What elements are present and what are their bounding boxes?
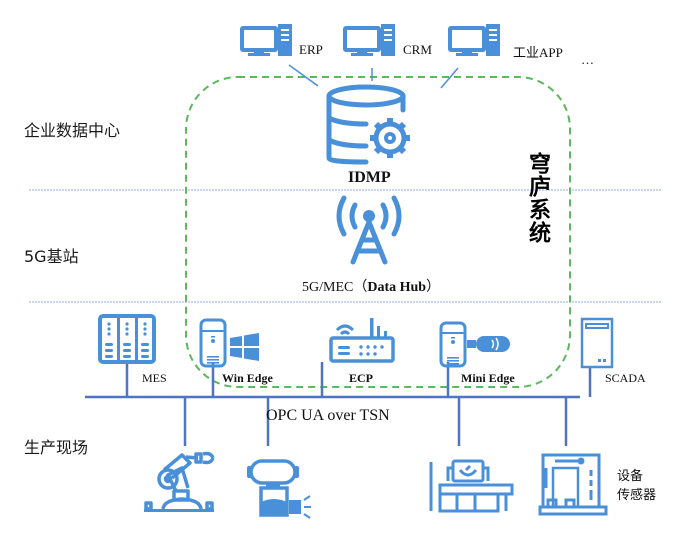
hub-label: 5G/MEC（Data Hub） <box>302 276 440 296</box>
opc-ua-bus <box>85 362 592 446</box>
device-label-ecp: ECP <box>349 371 373 385</box>
mini-edge-usb-icon <box>439 321 510 368</box>
bus-label: OPC UA over TSN <box>266 407 390 424</box>
desktop-computer-icon <box>343 24 395 56</box>
app-label-industrial: 工业APP <box>513 45 563 60</box>
idmp-label: IDMP <box>348 169 391 186</box>
robot-arm-icon <box>144 451 215 512</box>
windows-logo-icon <box>230 333 259 361</box>
server-rack-icon <box>98 314 156 364</box>
tower-server-icon <box>580 317 614 369</box>
layer-label-production: 生产现场 <box>24 438 89 457</box>
desktop-computer-icon <box>448 24 500 56</box>
app-label-erp: ERP <box>299 42 323 57</box>
system-label: 穹庐系统 <box>525 152 550 244</box>
device-label-scada: SCADA <box>605 371 646 385</box>
hub-label-prefix: 5G/MEC（ <box>302 280 368 295</box>
layer-label-datacenter: 企业数据中心 <box>24 121 121 140</box>
sensor-station-icon <box>538 453 608 516</box>
device-label-win-edge: Win Edge <box>222 371 273 385</box>
cnc-machine-icon <box>429 459 514 513</box>
erp-connector <box>288 64 319 87</box>
router-icon <box>329 318 395 363</box>
cell-tower-icon <box>336 195 402 265</box>
apps-more-ellipsis: … <box>581 52 594 67</box>
field-label-equipment: 设备 <box>617 469 644 484</box>
layer-label-5g-station: 5G基站 <box>24 247 79 266</box>
hub-label-suffix: ） <box>426 280 441 295</box>
windows-edge-server-icon <box>199 318 259 368</box>
app-label-crm: CRM <box>403 42 432 57</box>
hub-label-bold: Data Hub <box>367 280 427 295</box>
desktop-computer-icon <box>240 24 292 56</box>
industrial-camera-icon <box>247 459 311 519</box>
device-label-mini-edge: Mini Edge <box>461 371 515 385</box>
field-label-sensor: 传感器 <box>617 488 657 503</box>
device-label-mes: MES <box>142 371 167 385</box>
app-connector <box>440 67 459 89</box>
database-gear-icon <box>326 84 410 165</box>
